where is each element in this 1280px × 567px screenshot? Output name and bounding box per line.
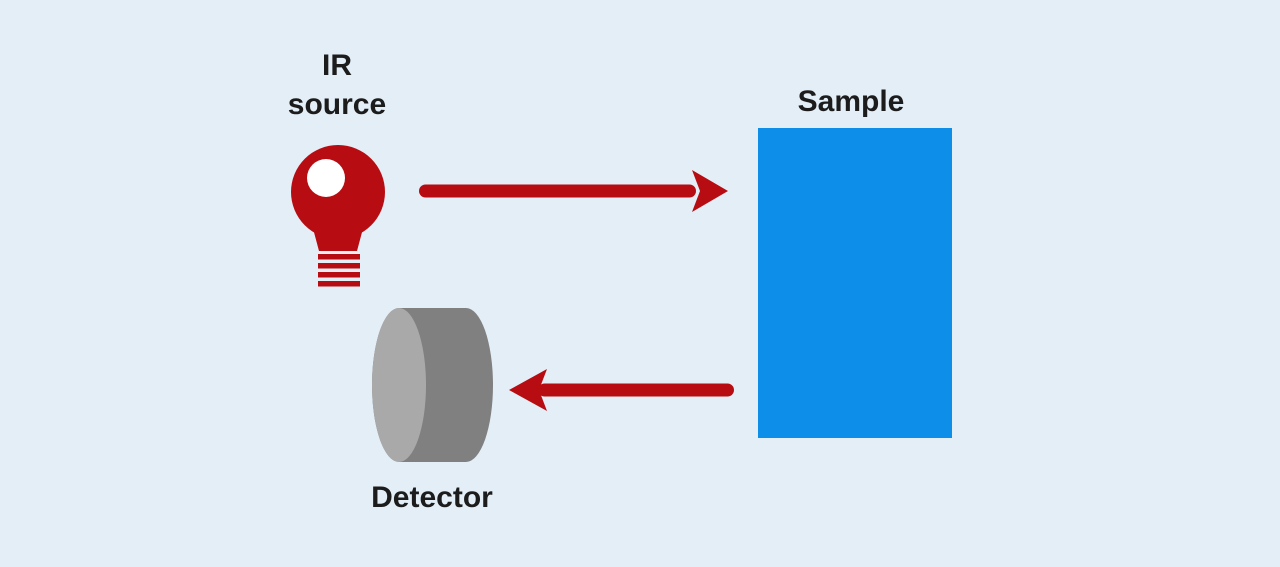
bulb-base-stripe [318,281,360,287]
bulb-base-stripe [318,254,360,260]
arrow-head-right [692,170,728,212]
sample-label: Sample [797,85,905,118]
bulb-neck [311,221,365,251]
beam-arrow-source-to-sample [419,170,728,212]
detector-label: Detector [371,481,493,514]
arrow-shaft [419,184,696,198]
arrow-head-left [509,369,547,411]
sample-block [758,128,952,438]
ir-source-label-line1: IR [322,49,352,82]
ir-source-label: IR source [227,46,447,124]
detector-cylinder-icon [372,308,493,462]
ir-source-label-line2: source [287,88,387,121]
bulb-base-stripe [318,263,360,269]
arrow-shaft [538,383,734,397]
bulb-base-stripe [318,272,360,278]
bulb-highlight [307,159,345,197]
beam-arrow-sample-to-detector [509,369,734,411]
detector-face [372,308,426,462]
